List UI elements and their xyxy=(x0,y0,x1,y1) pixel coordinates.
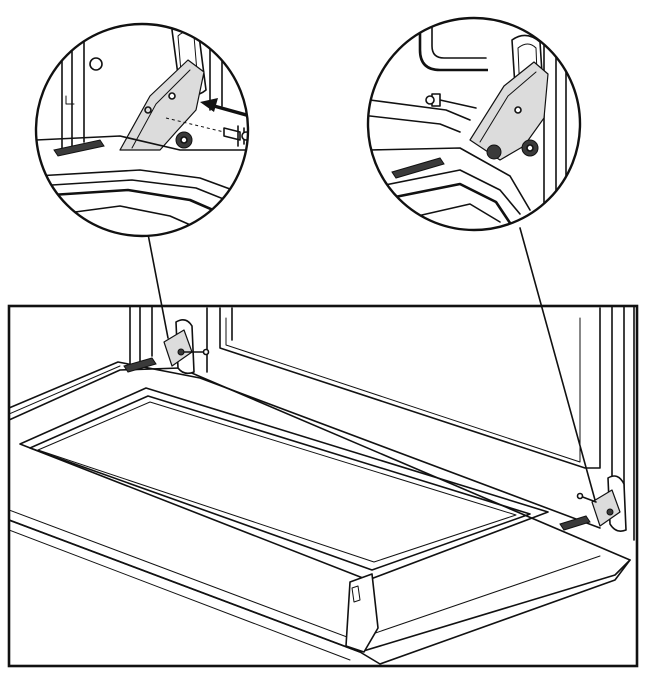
door-glass-frame xyxy=(19,387,549,581)
main-right-hinge xyxy=(559,475,627,532)
door-glass-pane xyxy=(29,395,531,571)
left-hinge-arm xyxy=(119,59,205,151)
left-detail-callout xyxy=(34,22,250,238)
door-front-edge xyxy=(9,519,631,665)
right-hinge-arm xyxy=(469,61,549,161)
oven-cavity-frame xyxy=(206,307,601,469)
door-handle-block xyxy=(345,573,379,653)
right-callout-leader xyxy=(519,227,596,501)
insert-direction-arrow xyxy=(213,104,248,118)
left-hinge-pin xyxy=(223,127,241,141)
door-panel-outer xyxy=(9,367,631,653)
main-left-hinge xyxy=(123,318,210,375)
main-oven-view xyxy=(9,306,635,665)
left-callout-leader xyxy=(147,233,169,339)
right-detail-callout xyxy=(366,16,582,232)
left-side-wall xyxy=(129,306,153,373)
main-view-border xyxy=(7,304,639,668)
